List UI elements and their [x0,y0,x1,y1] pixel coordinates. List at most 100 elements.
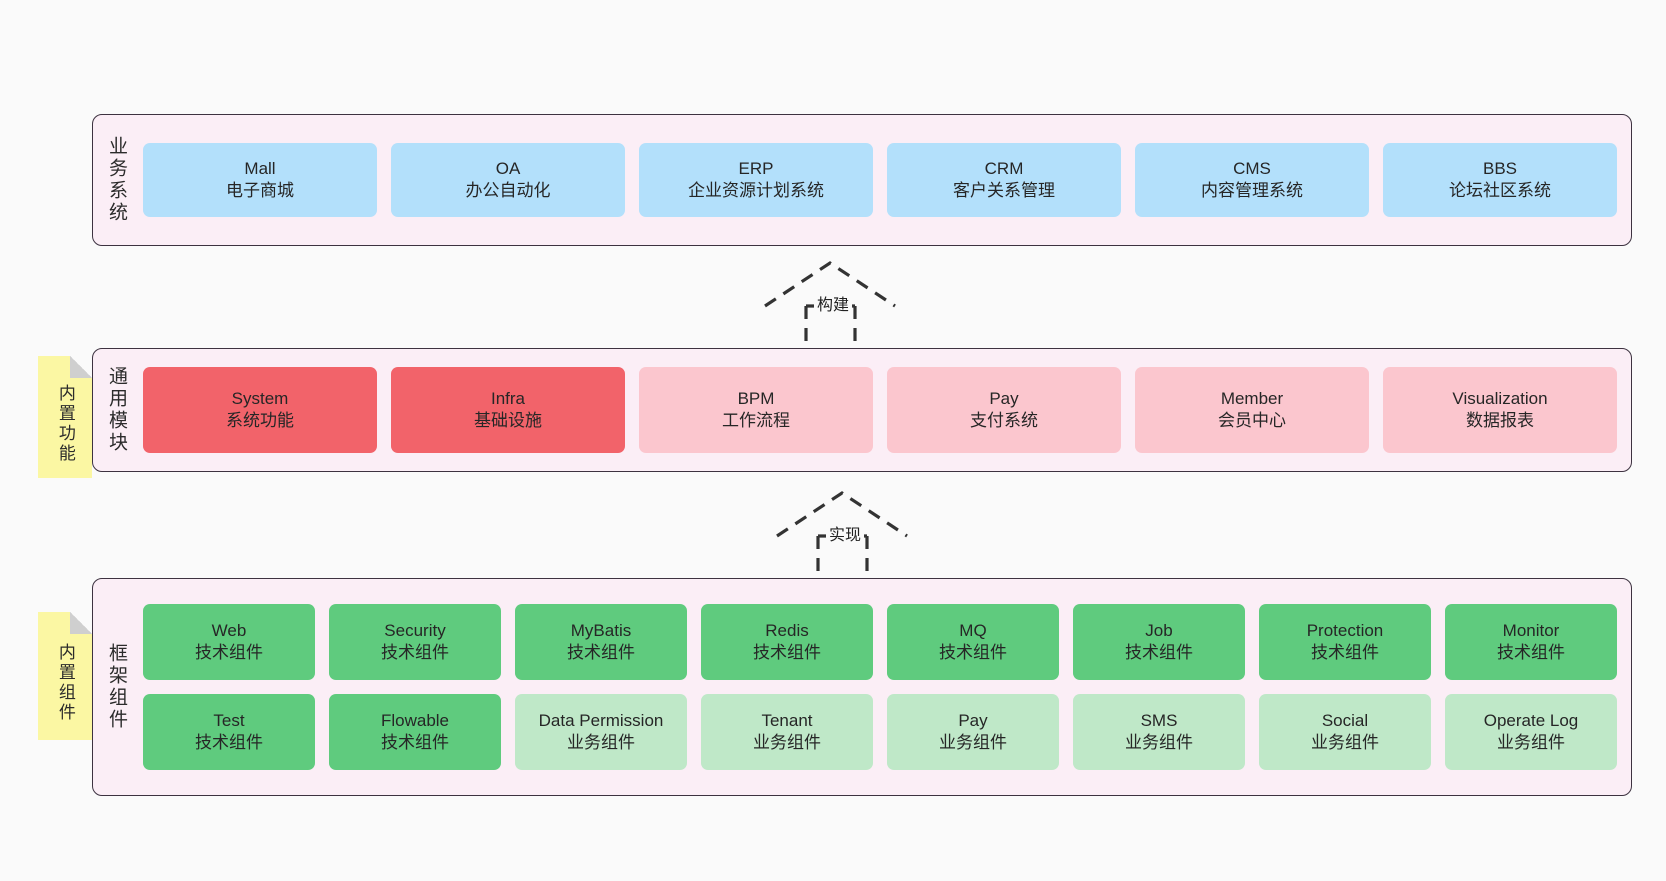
layer-common-nodes: System 系统功能 Infra 基础设施 BPM 工作流程 Pay 支付系统… [139,349,1631,471]
node-crm-cn: 客户关系管理 [953,181,1055,200]
node-pay-component[interactable]: Pay 业务组件 [887,694,1059,770]
node-data-permission-en: Data Permission [538,711,664,731]
node-redis[interactable]: Redis 技术组件 [701,604,873,680]
node-pay-module[interactable]: Pay 支付系统 [887,367,1121,453]
node-job[interactable]: Job 技术组件 [1073,604,1245,680]
note-builtin-components: 内置组件 [38,612,92,740]
node-infra-cn: 基础设施 [474,411,542,430]
node-job-cn: 技术组件 [1125,643,1193,662]
node-security[interactable]: Security 技术组件 [329,604,501,680]
node-mq[interactable]: MQ 技术组件 [887,604,1059,680]
node-member-en: Member [1220,389,1284,409]
node-mybatis-cn: 技术组件 [567,643,635,662]
framework-row-technical: Web 技术组件 Security 技术组件 MyBatis 技术组件 Redi… [143,604,1617,680]
node-bbs-cn: 论坛社区系统 [1449,181,1551,200]
node-visualization-cn: 数据报表 [1466,411,1534,430]
node-web-en: Web [211,621,247,641]
node-web[interactable]: Web 技术组件 [143,604,315,680]
node-system[interactable]: System 系统功能 [143,367,377,453]
node-bbs[interactable]: BBS 论坛社区系统 [1383,143,1617,217]
note-builtin-features-label: 内置功能 [55,384,75,464]
node-social[interactable]: Social 业务组件 [1259,694,1431,770]
node-crm[interactable]: CRM 客户关系管理 [887,143,1121,217]
node-oa-cn: 办公自动化 [465,181,551,200]
node-sms-en: SMS [1140,711,1178,731]
node-pay-module-cn: 支付系统 [970,411,1038,430]
node-cms-cn: 内容管理系统 [1201,181,1303,200]
node-erp-en: ERP [738,159,774,179]
node-job-en: Job [1145,621,1173,641]
node-infra-en: Infra [490,389,526,409]
node-tenant-en: Tenant [761,711,813,731]
node-data-permission[interactable]: Data Permission 业务组件 [515,694,687,770]
node-mq-en: MQ [959,621,987,641]
node-protection[interactable]: Protection 技术组件 [1259,604,1431,680]
node-bpm[interactable]: BPM 工作流程 [639,367,873,453]
node-flowable-en: Flowable [380,711,450,731]
node-cms-en: CMS [1233,159,1271,179]
node-sms[interactable]: SMS 业务组件 [1073,694,1245,770]
node-member[interactable]: Member 会员中心 [1135,367,1369,453]
node-redis-en: Redis [765,621,809,641]
layer-common-modules: 通用模块 System 系统功能 Infra 基础设施 BPM 工作流程 Pay… [92,348,1632,472]
node-protection-cn: 技术组件 [1311,643,1379,662]
node-erp[interactable]: ERP 企业资源计划系统 [639,143,873,217]
node-operate-log-en: Operate Log [1483,711,1579,731]
node-pay-module-en: Pay [989,389,1019,409]
node-crm-en: CRM [984,159,1024,179]
node-test-cn: 技术组件 [195,733,263,752]
node-mq-cn: 技术组件 [939,643,1007,662]
node-security-en: Security [384,621,446,641]
node-flowable[interactable]: Flowable 技术组件 [329,694,501,770]
node-sms-cn: 业务组件 [1125,733,1193,752]
connector-implement: 实现 [772,488,922,580]
node-erp-cn: 企业资源计划系统 [688,181,824,200]
node-mybatis[interactable]: MyBatis 技术组件 [515,604,687,680]
node-redis-cn: 技术组件 [753,643,821,662]
connector-implement-label: 实现 [826,521,865,545]
node-flowable-cn: 技术组件 [381,733,449,752]
layer-framework-nodes: Web 技术组件 Security 技术组件 MyBatis 技术组件 Redi… [139,579,1631,795]
node-mall[interactable]: Mall 电子商城 [143,143,377,217]
arrowhead-triangle-build [764,261,896,308]
node-operate-log-cn: 业务组件 [1497,733,1565,752]
node-bpm-en: BPM [737,389,775,409]
node-monitor-cn: 技术组件 [1497,643,1565,662]
layer-common-title: 通用模块 [105,366,127,454]
node-social-en: Social [1321,711,1369,731]
connector-build-label: 构建 [814,291,853,315]
node-operate-log[interactable]: Operate Log 业务组件 [1445,694,1617,770]
node-member-cn: 会员中心 [1218,411,1286,430]
arrowhead-triangle-implement [776,491,908,538]
node-bbs-en: BBS [1482,159,1518,179]
node-monitor[interactable]: Monitor 技术组件 [1445,604,1617,680]
node-visualization[interactable]: Visualization 数据报表 [1383,367,1617,453]
node-oa[interactable]: OA 办公自动化 [391,143,625,217]
node-system-en: System [231,389,289,409]
node-infra[interactable]: Infra 基础设施 [391,367,625,453]
node-monitor-en: Monitor [1502,621,1560,641]
layer-business-title: 业务系统 [105,136,127,224]
node-oa-en: OA [495,159,521,179]
node-mall-cn: 电子商城 [226,181,294,200]
node-bpm-cn: 工作流程 [722,411,790,430]
node-test[interactable]: Test 技术组件 [143,694,315,770]
connector-build: 构建 [760,258,910,350]
node-cms[interactable]: CMS 内容管理系统 [1135,143,1369,217]
node-mall-en: Mall [244,159,276,179]
node-pay-component-en: Pay [958,711,988,731]
node-mybatis-en: MyBatis [570,621,632,641]
node-social-cn: 业务组件 [1311,733,1379,752]
layer-business-nodes: Mall 电子商城 OA 办公自动化 ERP 企业资源计划系统 CRM 客户关系… [139,115,1631,245]
framework-row-business: Test 技术组件 Flowable 技术组件 Data Permission … [143,694,1617,770]
note-builtin-components-label: 内置组件 [55,643,75,723]
node-system-cn: 系统功能 [226,411,294,430]
layer-framework-title: 框架组件 [105,643,127,731]
node-test-en: Test [213,711,245,731]
node-tenant[interactable]: Tenant 业务组件 [701,694,873,770]
layer-framework-components: 框架组件 Web 技术组件 Security 技术组件 MyBatis 技术组件… [92,578,1632,796]
node-data-permission-cn: 业务组件 [567,733,635,752]
note-builtin-features: 内置功能 [38,356,92,478]
node-tenant-cn: 业务组件 [753,733,821,752]
node-web-cn: 技术组件 [195,643,263,662]
